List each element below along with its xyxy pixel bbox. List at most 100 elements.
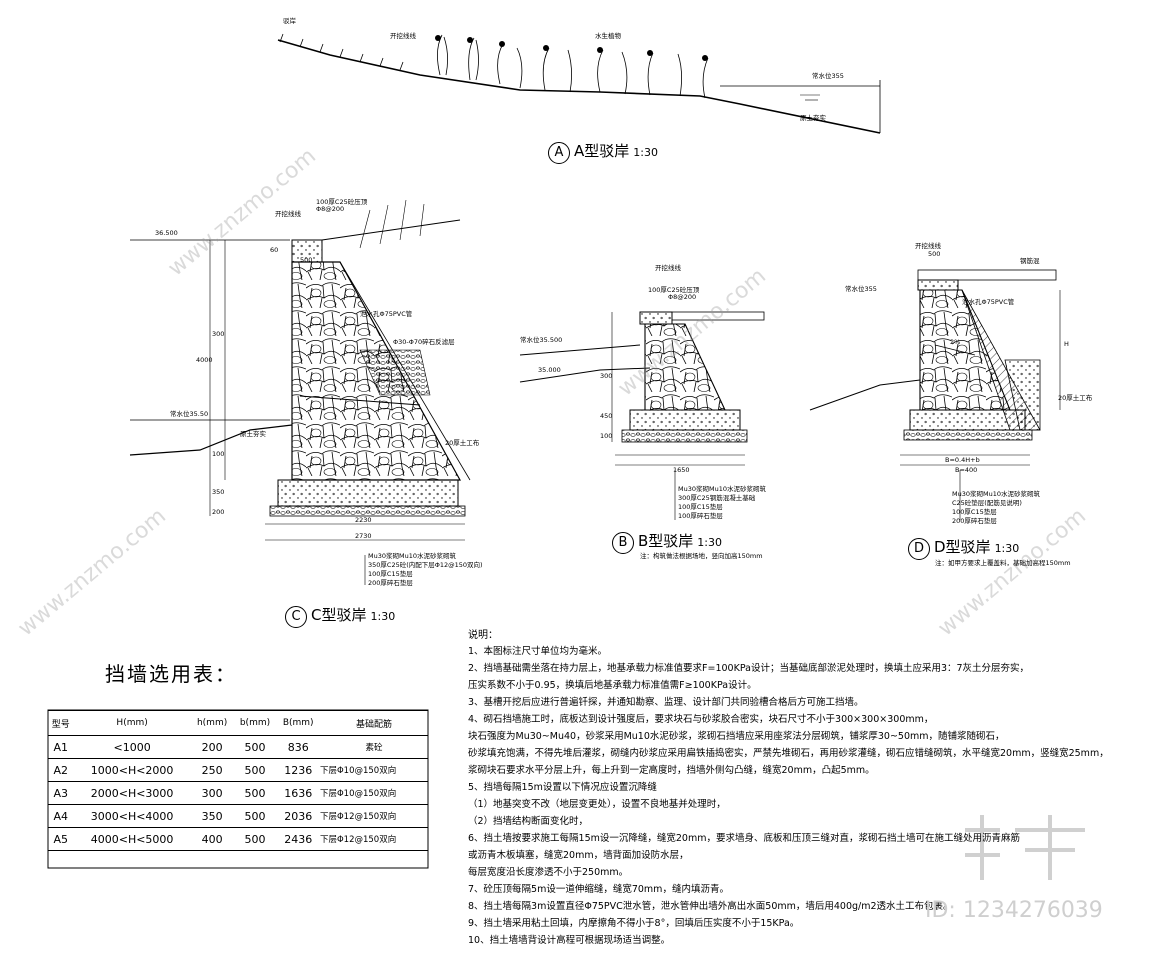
- table-cell: 下层Φ12@150双向: [319, 804, 428, 828]
- c-dim-w1: 2230: [355, 516, 372, 524]
- brand-id: ID: 1234276039: [925, 898, 1103, 923]
- b-dim-1650: 1650: [673, 466, 690, 474]
- section-b-scale: 1:30: [697, 536, 722, 549]
- d-dim-bb: B=0.4H+b: [945, 456, 980, 464]
- note-item: （1）地基突变不改（地层变更处），设置不良地基并处理时，: [468, 799, 726, 810]
- table-title: 挡墙选用表：: [105, 662, 237, 686]
- b-dim-100: 100: [600, 432, 613, 440]
- c-label-coping: 100厚C25砼压顶: [316, 198, 368, 206]
- section-c-title: C型驳岸: [311, 606, 367, 624]
- c-label-soil: 原土夯实: [240, 430, 266, 438]
- notes-list: 1、本图标注尺寸单位均为毫米。 2、挡墙基础需坐落在持力层上，地基承载力标准值要…: [468, 643, 1138, 946]
- section-d-badge: D: [908, 538, 930, 560]
- section-c-scale: 1:30: [370, 610, 396, 623]
- table-cell: 素砼: [319, 735, 428, 759]
- section-c-badge: C: [285, 606, 307, 628]
- note-item: 6、挡土墙按要求施工每隔15m设一沉降缝，缝宽20mm，要求墙身、底板和压顶三缝…: [468, 833, 1020, 844]
- table-header: 型号: [48, 710, 74, 736]
- d-label-excavation: 开挖线线: [915, 242, 941, 250]
- c-label-drain: 泄水孔Φ75PVC管: [360, 310, 413, 318]
- b-legend-4: 100厚碎石垫层: [678, 512, 723, 520]
- table-cell: 500: [233, 735, 277, 759]
- c-dim-350: 350: [212, 488, 225, 496]
- a-label-excavation: 开挖线线: [390, 32, 416, 40]
- c-dim-top: 36.500: [155, 229, 178, 237]
- table-cell: A2: [48, 758, 74, 782]
- table-cell: 200: [190, 735, 234, 759]
- section-a-badge: A: [548, 142, 570, 164]
- table-cell: A1: [48, 735, 74, 759]
- a-label-bank: 驳岸: [283, 17, 296, 25]
- note-item: 压实系数不小于0.95，换填后地基承载力标准值需F≥100KPa设计。: [468, 680, 757, 691]
- section-d-drawing: [809, 269, 1061, 520]
- b-dim-300: 300: [600, 372, 613, 380]
- table-cell: 下层Φ12@150双向: [319, 827, 428, 851]
- table-cell: 下层Φ10@150双向: [319, 781, 428, 805]
- table-cell: 500: [233, 827, 277, 851]
- table-cell: 2436: [276, 827, 320, 851]
- section-d-note: 注：如甲方要求上覆盖料，基础加高程150mm: [935, 559, 1071, 567]
- table-header: B(mm): [276, 710, 320, 736]
- c-dim-500: 500: [300, 256, 313, 264]
- c-label-rebar: Φ8@200: [316, 205, 345, 213]
- table-cell: 4000<H<5000: [73, 827, 191, 851]
- note-item: 每层宽度沿长度渗透不小于250mm。: [468, 867, 629, 878]
- section-b-note: 注：构筑做法根据场地，竖向加高150mm: [640, 552, 763, 560]
- table-cell: 2036: [276, 804, 320, 828]
- table-cell: 1636: [276, 781, 320, 805]
- c-legend-3: 100厚C15垫层: [368, 570, 413, 578]
- c-label-geotextile: 20厚土工布: [445, 439, 480, 447]
- table-cell: 300: [190, 781, 234, 805]
- note-item: 8、挡土墙每隔3m设置直径Φ75PVC泄水管，泄水管伸出墙外高出水面50mm，墙…: [468, 901, 953, 912]
- section-b-title: B型驳岸: [638, 532, 694, 550]
- section-d-scale: 1:30: [994, 542, 1020, 555]
- note-item: 4、砌石挡墙施工时，底板达到设计强度后，要求块石与砂浆胶合密实，块石尺寸不小于3…: [468, 714, 934, 725]
- note-item: 2、挡墙基础需坐落在持力层上，地基承载力标准值要求F=100KPa设计；当基础底…: [468, 663, 1030, 674]
- table-header: H(mm): [73, 710, 191, 736]
- note-item: 浆砌块石要求水平分层上升，每上升到一定高度时，挡墙外侧勾凸缝，缝宽20mm，凸起…: [468, 765, 875, 776]
- table-cell: 1000<H<2000: [73, 758, 191, 782]
- table-cell: 下层Φ10@150双向: [319, 758, 428, 782]
- d-dim-water: 常水位355: [845, 285, 877, 293]
- c-legend-4: 200厚碎石垫层: [368, 579, 413, 587]
- table-cell: 500: [233, 758, 277, 782]
- selection-table: 型号 H(mm) h(mm) b(mm) B(mm) 基础配筋 A1 <1000…: [48, 710, 428, 851]
- table-cell: 2000<H<3000: [73, 781, 191, 805]
- table-cell: 1236: [276, 758, 320, 782]
- table-header: 基础配筋: [319, 710, 428, 736]
- d-legend-3: 100厚C15垫层: [952, 508, 997, 516]
- brand-logo-mark: [965, 815, 1085, 880]
- section-d-title: D型驳岸: [934, 538, 991, 556]
- table-cell: A4: [48, 804, 74, 828]
- a-label-plants: 水生植物: [595, 32, 621, 40]
- section-a-drawing: [277, 33, 881, 134]
- table-row: A5 4000<H<5000 400 500 2436 下层Φ12@150双向: [48, 827, 428, 851]
- section-b-badge: B: [612, 532, 634, 554]
- note-item: 砂浆填充饱满，不得先堆后灌浆，砌缝内砂浆应采用扁铁插捣密实，严禁先堆砌石，再用砂…: [468, 748, 1109, 759]
- table-cell: 3000<H<4000: [73, 804, 191, 828]
- table-row: A1 <1000 200 500 836 素砼: [48, 735, 428, 759]
- d-dim-h: H: [1064, 340, 1069, 348]
- d-label-rail: 钢筋混: [1020, 257, 1040, 265]
- d-label-geotextile: 20厚土工布: [1058, 394, 1093, 402]
- c-dim-water: 常水位35.50: [170, 410, 209, 418]
- c-label-filter: Φ30-Φ70碎石反滤层: [393, 338, 455, 346]
- note-item: 10、挡土墙墙背设计高程可根据现场适当调整。: [468, 935, 671, 946]
- d-legend-1: Mu30浆砌Mu10水泥砂浆砌筑: [952, 490, 1040, 498]
- c-dim-h: 300: [212, 330, 225, 338]
- c-dim-200: 200: [212, 508, 225, 516]
- d-dim-b: B=400: [955, 466, 978, 474]
- table-cell: 350: [190, 804, 234, 828]
- note-item: 7、砼压顶每隔5m设一道伸缩缝，缝宽70mm，缝内填沥青。: [468, 884, 729, 895]
- note-item: 或沥青木板填塞，缝宽20mm，墙背面加设防水层，: [468, 850, 689, 861]
- b-legend-1: Mu30浆砌Mu10水泥砂浆砌筑: [678, 485, 766, 493]
- note-item: 1、本图标注尺寸单位均为毫米。: [468, 646, 608, 657]
- c-dim-60: 60: [270, 246, 279, 254]
- table-cell: <1000: [73, 735, 191, 759]
- a-label-soil: 原土夯实: [800, 114, 826, 122]
- c-dim-hh: 4000: [196, 356, 213, 364]
